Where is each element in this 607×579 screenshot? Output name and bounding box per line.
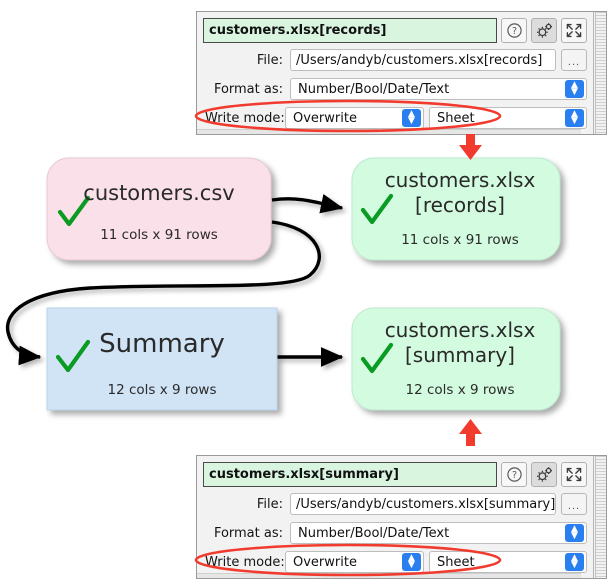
check-icon: [360, 193, 394, 225]
help-icon[interactable]: ?: [501, 462, 527, 487]
file-path-input[interactable]: /Users/andyb/customers.xlsx[summary]: [290, 493, 556, 515]
sheet-select[interactable]: Sheet ▲▼: [429, 551, 587, 573]
write-mode-label: Write mode:: [205, 554, 285, 570]
edge-csv-to-summary: [5, 220, 321, 366]
node-subtitle: 12 cols x 9 rows: [108, 382, 217, 398]
format-row: Format as: Number/Bool/Date/Text ▲▼: [203, 521, 587, 545]
node-customers-xlsx-records-body[interactable]: [351, 157, 561, 261]
node-summary[interactable]: Summary 12 cols x 9 rows: [46, 307, 278, 411]
format-select-value: Number/Bool/Date/Text: [298, 82, 450, 97]
sheet-select-value: Sheet: [437, 111, 475, 126]
browse-button[interactable]: ...: [561, 493, 587, 515]
sheet-select-value: Sheet: [437, 555, 475, 570]
node-title: customers.xlsx: [385, 168, 536, 192]
node-subtitle: 12 cols x 9 rows: [406, 382, 515, 398]
file-label: File:: [256, 496, 283, 512]
svg-text:?: ?: [511, 470, 516, 481]
chevron-updown-icon[interactable]: ▲▼: [565, 553, 584, 571]
format-row: Format as: Number/Bool/Date/Text ▲▼: [203, 77, 587, 101]
write-mode-select-value: Overwrite: [293, 555, 357, 570]
check-icon: [57, 195, 91, 227]
gear-icon[interactable]: [531, 462, 557, 487]
panel-bottom-divider: [197, 573, 581, 578]
settings-panel-records: customers.xlsx[records] ?: [196, 11, 607, 135]
format-label: Format as:: [213, 525, 283, 541]
settings-panel-summary: customers.xlsx[summary] ?: [196, 455, 607, 579]
format-select-value: Number/Bool/Date/Text: [298, 526, 450, 541]
node-title-second-line: [records]: [415, 193, 505, 217]
write-mode-select-value: Overwrite: [293, 111, 357, 126]
edge-csv-to-records: [271, 194, 344, 214]
chevron-updown-icon[interactable]: ▲▼: [565, 80, 584, 98]
write-mode-label: Write mode:: [205, 110, 285, 126]
node-customers-xlsx-summary[interactable]: customers.xlsx [summary] 12 cols x 9 row…: [351, 307, 561, 411]
panel-title-field[interactable]: customers.xlsx[records]: [203, 18, 497, 43]
node-title: Summary: [99, 329, 225, 359]
node-customers-xlsx-summary-body[interactable]: [351, 307, 561, 411]
edge-group: [5, 194, 344, 367]
panel-title-row: customers.xlsx[records] ?: [203, 18, 587, 43]
node-title: customers.xlsx: [385, 318, 536, 342]
sheet-select[interactable]: Sheet ▲▼: [429, 107, 587, 129]
svg-text:?: ?: [511, 26, 516, 37]
check-icon: [55, 339, 91, 373]
panel-bottom-divider: [197, 129, 581, 134]
panel-title-field[interactable]: customers.xlsx[summary]: [203, 462, 497, 487]
gear-icon[interactable]: [531, 18, 557, 43]
file-row: File: /Users/andyb/customers.xlsx[record…: [203, 48, 587, 72]
node-title: customers.csv: [83, 181, 234, 205]
panel-title-row: customers.xlsx[summary] ?: [203, 462, 587, 487]
panel-scrollbar[interactable]: [595, 456, 606, 578]
check-icon: [360, 342, 394, 374]
format-label: Format as:: [213, 81, 283, 97]
node-subtitle: 11 cols x 91 rows: [100, 227, 218, 243]
write-mode-row: Write mode: Overwrite ▲▼ Sheet ▲▼: [203, 106, 587, 130]
help-icon[interactable]: ?: [501, 18, 527, 43]
node-subtitle: 11 cols x 91 rows: [401, 232, 519, 248]
browse-button[interactable]: ...: [561, 49, 587, 71]
node-customers-csv[interactable]: customers.csv 11 cols x 91 rows: [46, 157, 272, 261]
node-title-second-line: [summary]: [405, 343, 515, 367]
expand-icon[interactable]: [561, 18, 587, 43]
file-path-input[interactable]: /Users/andyb/customers.xlsx[records]: [290, 49, 556, 71]
node-customers-xlsx-records[interactable]: customers.xlsx [records] 11 cols x 91 ro…: [351, 157, 561, 261]
chevron-updown-icon[interactable]: ▲▼: [565, 109, 584, 127]
file-row: File: /Users/andyb/customers.xlsx[summar…: [203, 492, 587, 516]
file-label: File:: [256, 52, 283, 68]
format-select[interactable]: Number/Bool/Date/Text ▲▼: [290, 78, 587, 100]
node-summary-body[interactable]: [46, 307, 278, 411]
chevron-updown-icon[interactable]: ▲▼: [402, 553, 421, 571]
panel-scrollbar[interactable]: [595, 12, 606, 134]
expand-icon[interactable]: [561, 462, 587, 487]
node-customers-csv-body[interactable]: [46, 157, 272, 261]
format-select[interactable]: Number/Bool/Date/Text ▲▼: [290, 522, 587, 544]
write-mode-select[interactable]: Overwrite ▲▼: [285, 107, 424, 129]
write-mode-select[interactable]: Overwrite ▲▼: [285, 551, 424, 573]
write-mode-row: Write mode: Overwrite ▲▼ Sheet ▲▼: [203, 550, 587, 574]
chevron-updown-icon[interactable]: ▲▼: [402, 109, 421, 127]
chevron-updown-icon[interactable]: ▲▼: [565, 524, 584, 542]
